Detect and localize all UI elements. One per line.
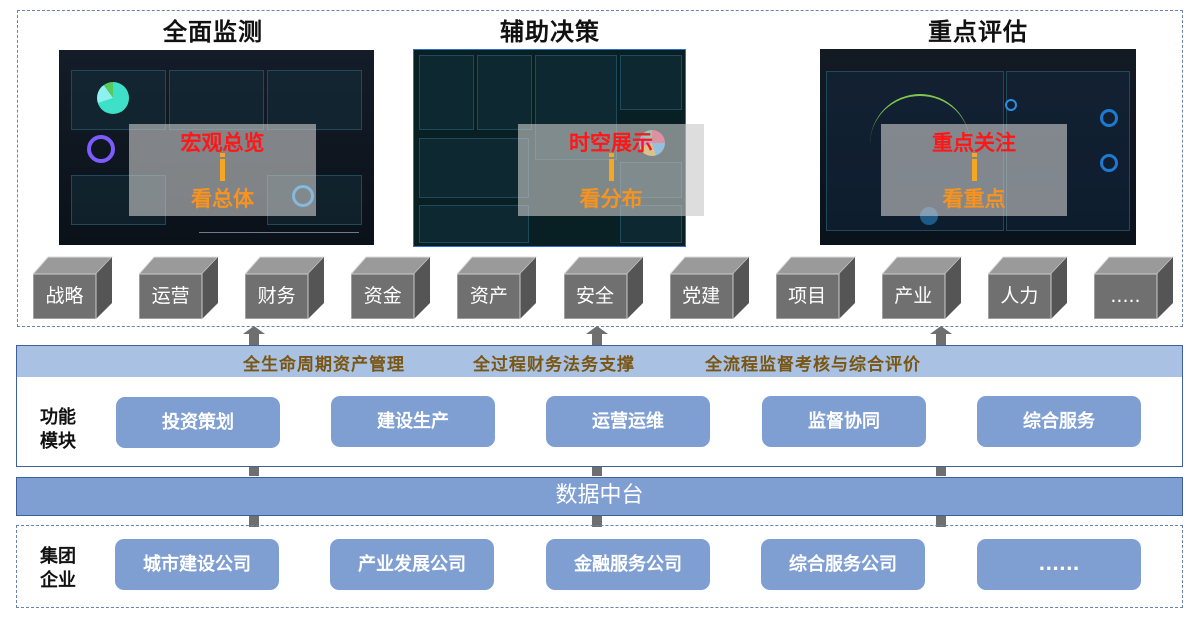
- company-urban-construction[interactable]: 城市建设公司: [115, 539, 279, 590]
- cube-label: 财务: [257, 285, 296, 307]
- overlay-subtitle: 看总体: [191, 187, 254, 211]
- overlay-subtitle: 看重点: [942, 187, 1006, 211]
- domain-cube: 资产: [457, 255, 538, 319]
- overlay-title: 宏观总览: [180, 131, 265, 155]
- domain-cube: 项目: [775, 255, 856, 319]
- domain-cube: 人力: [987, 255, 1068, 319]
- company-integrated-services[interactable]: 综合服务公司: [761, 539, 925, 590]
- module-construction[interactable]: 建设生产: [331, 396, 495, 447]
- cube-label: 产业: [894, 285, 933, 307]
- cube-label: 人力: [1000, 285, 1039, 307]
- overlay-subtitle: 看分布: [579, 187, 643, 211]
- info-icon: [220, 153, 225, 181]
- module-supervision[interactable]: 监督协同: [762, 396, 926, 447]
- domain-cube: 党建: [669, 255, 750, 319]
- module-investment-planning[interactable]: 投资策划: [116, 397, 280, 448]
- group-label: 集团 企业: [40, 545, 84, 593]
- overlay-distribution: 时空展示 看分布: [518, 124, 704, 216]
- cube-label: 安全: [575, 285, 614, 307]
- label-line: 企业: [40, 570, 76, 591]
- label-line: 功能: [40, 407, 76, 428]
- cube-shape: [33, 256, 113, 319]
- cube-shape: [457, 256, 538, 319]
- cube-label: 资金: [363, 285, 402, 307]
- section-title-decision: 辅助决策: [500, 18, 600, 46]
- group-companies-container: [16, 525, 1183, 608]
- cube-shape: [669, 256, 750, 319]
- capability-band: 全生命周期资产管理 全过程财务法务支撑 全流程监督考核与综合评价: [17, 346, 1182, 377]
- cube-label: 战略: [45, 285, 84, 307]
- cube-shape: [987, 256, 1068, 319]
- domain-cube: 财务: [245, 255, 326, 319]
- domain-cube: 资金: [351, 255, 432, 319]
- function-modules-label: 功能 模块: [40, 406, 84, 454]
- company-more[interactable]: ......: [977, 539, 1141, 590]
- data-platform-band: 数据中台: [16, 477, 1183, 516]
- cube-label: 运营: [151, 285, 190, 307]
- label-line: 集团: [40, 546, 76, 567]
- up-arrow-icon: [930, 326, 952, 346]
- domain-cube: 安全: [563, 255, 644, 319]
- domain-cube: 战略: [33, 255, 113, 319]
- cube-shape: [1094, 256, 1174, 319]
- company-industry-development[interactable]: 产业发展公司: [330, 539, 494, 590]
- module-integrated-service[interactable]: 综合服务: [977, 396, 1141, 447]
- cube-shape: [563, 256, 644, 319]
- up-arrow-icon: [586, 326, 608, 346]
- up-arrow-icon: [243, 326, 265, 346]
- cube-shape: [245, 256, 326, 319]
- section-title-evaluation: 重点评估: [928, 18, 1028, 46]
- cube-label: 党建: [682, 285, 721, 307]
- module-operations[interactable]: 运营运维: [546, 396, 710, 447]
- cube-shape: [351, 256, 432, 319]
- domain-cube: 运营: [139, 255, 220, 319]
- domain-cube: 产业: [881, 255, 962, 319]
- monitoring-container: [17, 10, 1183, 327]
- cube-shape: [881, 256, 962, 319]
- overlay-overview: 宏观总览 看总体: [129, 124, 316, 216]
- overlay-title: 重点关注: [932, 131, 1016, 155]
- cube-label: 资产: [469, 285, 508, 307]
- cube-shape: [775, 256, 856, 319]
- capability-finance: 全过程财务法务支撑: [473, 355, 635, 375]
- info-icon: [608, 153, 614, 181]
- cube-label: .....: [1110, 285, 1141, 307]
- capability-asset: 全生命周期资产管理: [243, 355, 405, 375]
- overlay-title: 时空展示: [569, 131, 653, 155]
- section-title-monitoring: 全面监测: [163, 18, 263, 46]
- domain-cube: .....: [1094, 255, 1174, 319]
- cube-shape: [139, 256, 220, 319]
- label-line: 模块: [40, 431, 76, 452]
- capability-supervision: 全流程监督考核与综合评价: [705, 355, 921, 375]
- overlay-focus: 重点关注 看重点: [881, 124, 1067, 216]
- cube-label: 项目: [788, 285, 827, 307]
- company-financial-services[interactable]: 金融服务公司: [546, 539, 710, 590]
- info-icon: [971, 153, 977, 181]
